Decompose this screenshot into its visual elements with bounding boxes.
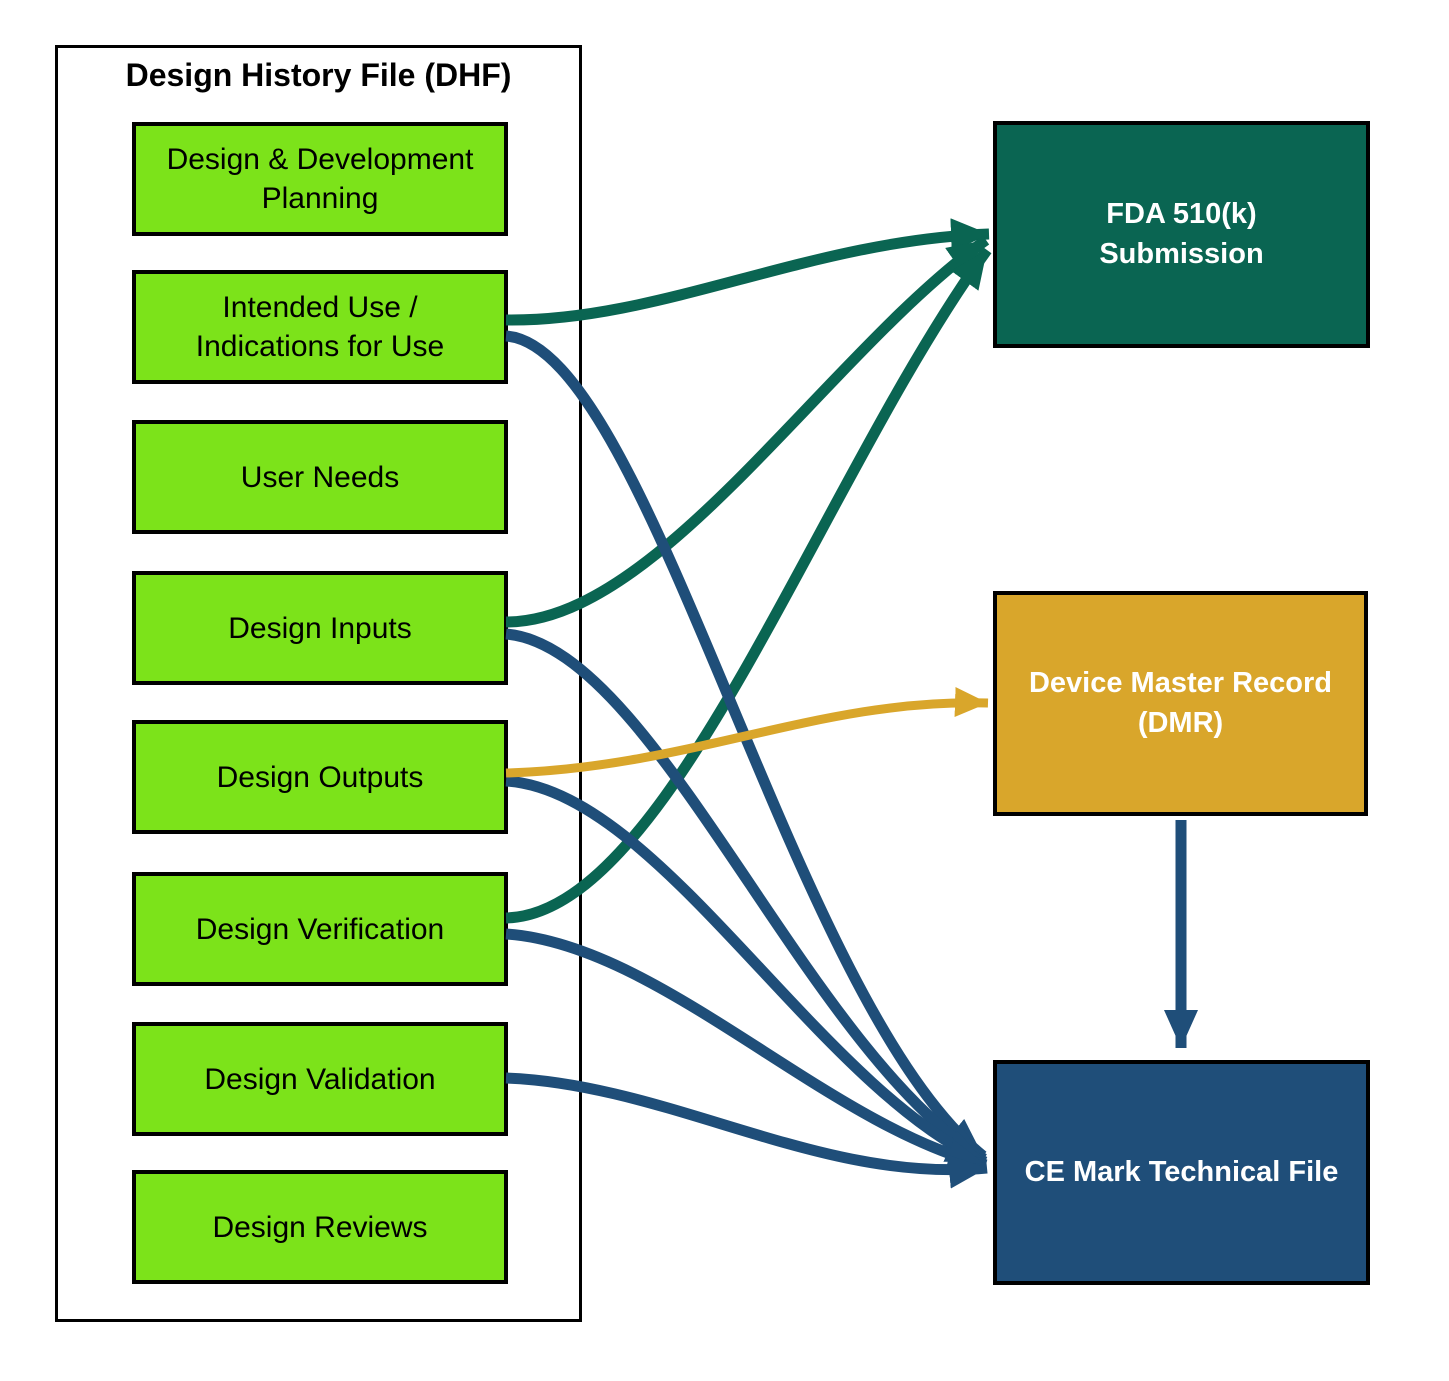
dhf-item-label: Design Validation — [204, 1062, 436, 1096]
dhf-item-label: User Needs — [240, 460, 400, 494]
device-master-record-box: Device Master Record (DMR) — [993, 591, 1368, 816]
dhf-item-user-needs: User Needs — [132, 420, 508, 534]
dhf-title: Design History File (DHF) — [125, 57, 512, 93]
fda-510k-submission-box: FDA 510(k) Submission — [993, 121, 1370, 348]
dhf-item-label: Design Inputs — [228, 611, 412, 645]
dhf-item-intended-use: Intended Use / Indications for Use — [132, 270, 508, 384]
dhf-item-design-inputs: Design Inputs — [132, 571, 508, 685]
dhf-item-label: Design & Development Planning — [166, 143, 474, 215]
device-master-record-label: Device Master Record (DMR) — [1028, 667, 1333, 739]
ce-mark-technical-file-box: CE Mark Technical File — [993, 1060, 1370, 1285]
dhf-item-design-outputs: Design Outputs — [132, 720, 508, 834]
fda-510k-submission-label: FDA 510(k) Submission — [1099, 198, 1264, 270]
dhf-item-design-validation: Design Validation — [132, 1022, 508, 1136]
dhf-item-design-reviews: Design Reviews — [132, 1170, 508, 1284]
dhf-item-design-development-planning: Design & Development Planning — [132, 122, 508, 236]
dhf-item-label: Design Verification — [195, 912, 445, 946]
dhf-item-design-verification: Design Verification — [132, 872, 508, 986]
ce-mark-technical-file-label: CE Mark Technical File — [1024, 1155, 1339, 1188]
dhf-item-label: Design Reviews — [212, 1210, 428, 1244]
dhf-item-label: Design Outputs — [216, 760, 424, 794]
dhf-item-label: Intended Use / Indications for Use — [195, 291, 445, 363]
